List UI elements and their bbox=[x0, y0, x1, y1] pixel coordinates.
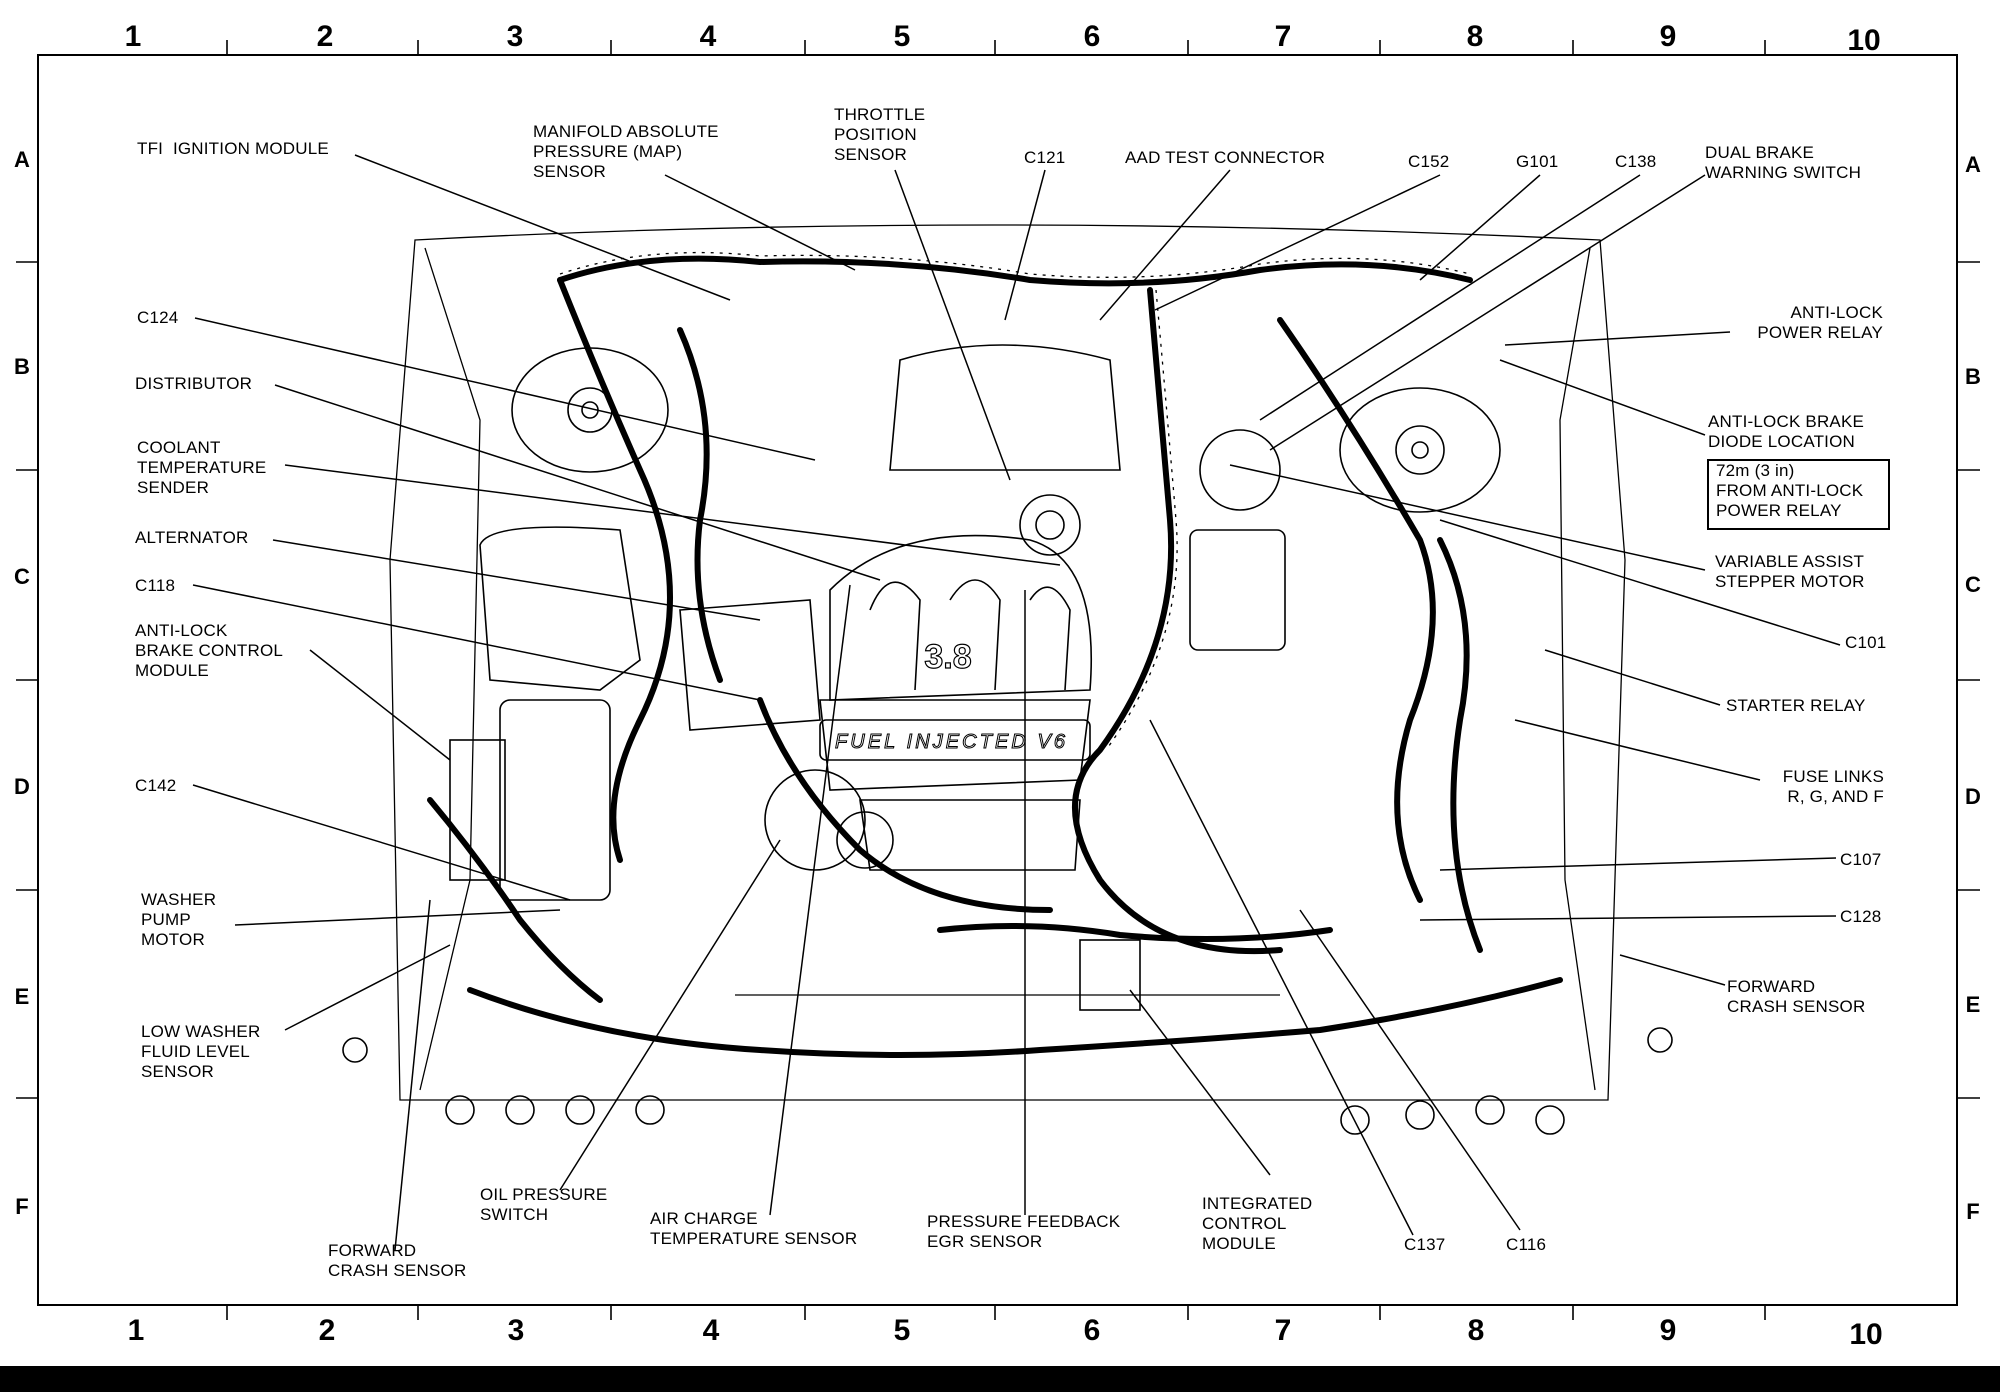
label-dual-brake-warning-switch: DUAL BRAKE WARNING SWITCH bbox=[1705, 143, 1862, 182]
alternator-body bbox=[679, 599, 894, 871]
label-c142: C142 bbox=[135, 776, 177, 795]
grid-col-2-top: 2 bbox=[316, 20, 334, 53]
grid-row-f-right: F bbox=[1966, 1199, 1980, 1224]
grid-col-2-bottom: 2 bbox=[318, 1314, 336, 1347]
label-coolant-temperature-sender: COOLANT TEMPERATURE SENDER bbox=[137, 438, 267, 497]
label-tfi-ignition-module: TFI IGNITION MODULE bbox=[137, 139, 329, 158]
grid-col-1-bottom: 1 bbox=[127, 1314, 145, 1347]
grid-col-4-top: 4 bbox=[699, 20, 717, 53]
diode-note-box bbox=[1707, 459, 1890, 530]
grid-row-b-left: B bbox=[14, 354, 30, 379]
label-distributor: DISTRIBUTOR bbox=[135, 374, 253, 393]
grid-col-4-bottom: 4 bbox=[702, 1314, 720, 1347]
grid-row-d-right: D bbox=[1965, 784, 1981, 809]
label-washer-pump-motor: WASHER PUMP MOTOR bbox=[141, 890, 217, 949]
grid-row-d-left: D bbox=[14, 774, 30, 799]
engine-bay-outline bbox=[389, 224, 1626, 1101]
engine-displacement-mark: 3.8 bbox=[924, 638, 971, 676]
bottom-black-bar bbox=[0, 1366, 2000, 1392]
label-forward-crash-sensor-right: FORWARD CRASH SENSOR bbox=[1727, 977, 1866, 1016]
grid-col-9-bottom: 9 bbox=[1659, 1314, 1677, 1347]
grid-row-c-right: C bbox=[1965, 572, 1981, 597]
grid-col-5-top: 5 bbox=[893, 20, 911, 53]
grid-row-e-left: E bbox=[14, 984, 30, 1009]
label-map-sensor: MANIFOLD ABSOLUTE PRESSURE (MAP) SENSOR bbox=[533, 122, 719, 181]
label-starter-relay: STARTER RELAY bbox=[1726, 696, 1866, 715]
grid-col-3-top: 3 bbox=[506, 20, 524, 53]
wiring-harness-detail bbox=[559, 251, 1471, 751]
label-throttle-position-sensor: THROTTLE POSITION SENSOR bbox=[834, 105, 926, 164]
label-c101: C101 bbox=[1845, 633, 1887, 652]
label-c116: C116 bbox=[1506, 1235, 1547, 1254]
label-c138: C138 bbox=[1615, 152, 1657, 171]
right-strut-tower bbox=[1339, 387, 1501, 513]
front-sockets bbox=[342, 1027, 1673, 1135]
grid-row-e-right: E bbox=[1965, 992, 1981, 1017]
grid-col-7-bottom: 7 bbox=[1274, 1314, 1292, 1347]
washer-reservoir bbox=[449, 699, 611, 901]
label-c107: C107 bbox=[1840, 850, 1882, 869]
label-c128: C128 bbox=[1840, 907, 1882, 926]
label-aad-test-connector: AAD TEST CONNECTOR bbox=[1125, 148, 1326, 167]
label-oil-pressure-switch: OIL PRESSURE SWITCH bbox=[480, 1185, 608, 1224]
label-anti-lock-power-relay: ANTI-LOCK POWER RELAY bbox=[1757, 303, 1883, 342]
grid-col-6-bottom: 6 bbox=[1083, 1314, 1101, 1347]
diagram-frame bbox=[37, 54, 1958, 1306]
label-c121: C121 bbox=[1024, 148, 1066, 167]
grid-col-5-bottom: 5 bbox=[893, 1314, 911, 1347]
label-alternator: ALTERNATOR bbox=[135, 528, 249, 547]
label-c152: C152 bbox=[1408, 152, 1450, 171]
grid-col-8-top: 8 bbox=[1466, 20, 1484, 53]
label-variable-assist-stepper-motor: VARIABLE ASSIST STEPPER MOTOR bbox=[1715, 552, 1865, 591]
grid-row-f-left: F bbox=[15, 1194, 29, 1219]
label-c118: C118 bbox=[135, 576, 176, 595]
grid-col-3-bottom: 3 bbox=[507, 1314, 525, 1347]
label-c137: C137 bbox=[1404, 1235, 1446, 1254]
grid-row-b-right: B bbox=[1965, 364, 1981, 389]
label-pressure-feedback-egr-sensor: PRESSURE FEEDBACK EGR SENSOR bbox=[927, 1212, 1121, 1251]
label-g101: G101 bbox=[1516, 152, 1559, 171]
wiring-harness bbox=[427, 255, 1563, 1058]
label-low-washer-fluid-level-sensor: LOW WASHER FLUID LEVEL SENSOR bbox=[141, 1022, 261, 1081]
label-diode-note: 72m (3 in) FROM ANTI-LOCK POWER RELAY bbox=[1716, 461, 1864, 520]
label-fuse-links: FUSE LINKS R, G, AND F bbox=[1782, 767, 1884, 806]
abs-pump-right bbox=[1079, 429, 1286, 1011]
grid-row-c-left: C bbox=[14, 564, 30, 589]
throttle-body bbox=[889, 344, 1121, 556]
label-integrated-control-module: INTEGRATED CONTROL MODULE bbox=[1202, 1194, 1313, 1253]
fuel-injected-badge: FUEL INJECTED V6 bbox=[835, 731, 1066, 753]
label-c124: C124 bbox=[137, 308, 179, 327]
grid-col-10-top: 10 bbox=[1847, 24, 1881, 57]
coolant-reservoir bbox=[479, 526, 641, 691]
grid-ticks bbox=[16, 40, 1980, 1320]
grid-col-9-top: 9 bbox=[1659, 20, 1677, 53]
grid-col-7-top: 7 bbox=[1274, 20, 1292, 53]
left-strut-tower bbox=[511, 347, 669, 473]
label-anti-lock-brake-control-module: ANTI-LOCK BRAKE CONTROL MODULE bbox=[135, 621, 284, 680]
grid-col-10-bottom: 10 bbox=[1849, 1318, 1883, 1351]
grid-col-1-top: 1 bbox=[124, 20, 142, 53]
label-air-charge-temperature-sensor: AIR CHARGE TEMPERATURE SENSOR bbox=[650, 1209, 858, 1248]
intake-manifold bbox=[819, 534, 1093, 871]
leader-lines bbox=[192, 154, 1841, 1251]
grid-row-a-left: A bbox=[14, 147, 30, 172]
label-anti-lock-brake-diode-location: ANTI-LOCK BRAKE DIODE LOCATION bbox=[1708, 412, 1865, 451]
grid-row-a-right: A bbox=[1965, 152, 1981, 177]
grid-col-8-bottom: 8 bbox=[1467, 1314, 1485, 1347]
label-forward-crash-sensor-left: FORWARD CRASH SENSOR bbox=[328, 1241, 467, 1280]
grid-col-6-top: 6 bbox=[1083, 20, 1101, 53]
